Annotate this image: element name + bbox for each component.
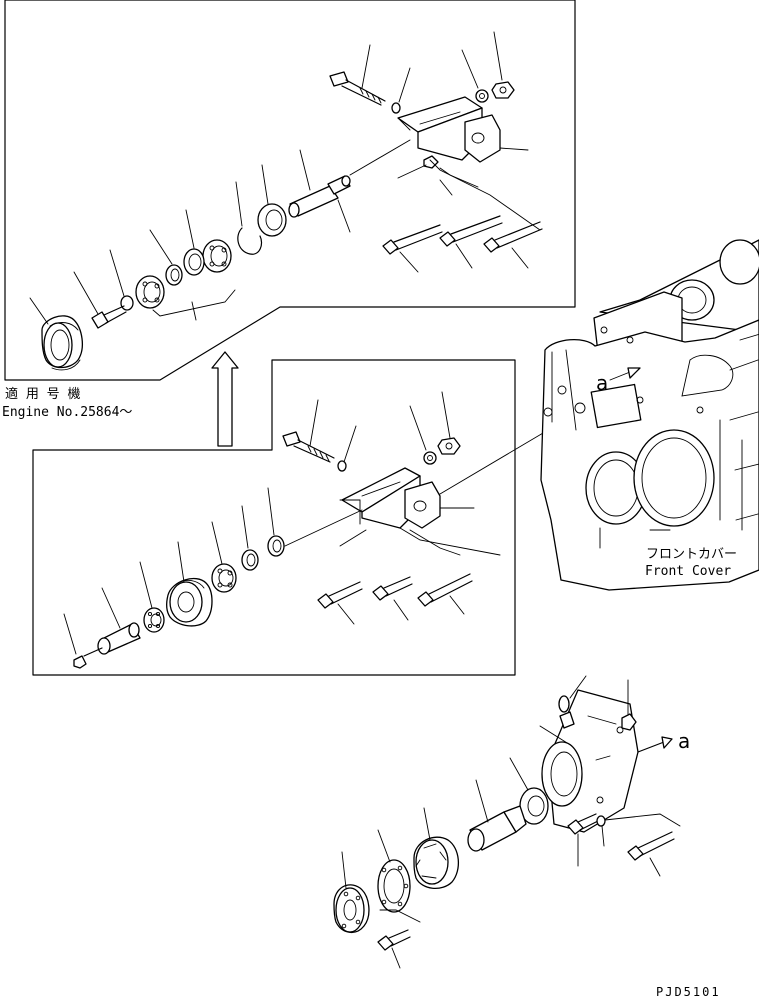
bottom-bearing xyxy=(519,787,549,825)
upper-leader-lines xyxy=(29,31,529,325)
ref-a-lower-arrow xyxy=(637,741,665,753)
lower-washer-small xyxy=(337,460,347,472)
front-cover-label-jp: フロントカバー xyxy=(646,547,737,562)
upper-shaft xyxy=(288,175,351,218)
upper-snap-ring xyxy=(237,227,263,255)
upper-bearing-2 xyxy=(202,239,232,273)
upper-nut xyxy=(491,81,515,99)
bottom-hub xyxy=(333,884,370,933)
applicable-model-label-jp: 適 用 号 機 xyxy=(5,386,80,402)
upper-inset-frame xyxy=(4,0,576,381)
lower-bearing-2 xyxy=(143,607,165,633)
lower-long-bolt xyxy=(282,431,335,463)
lower-bearing xyxy=(211,563,237,593)
bottom-coupling xyxy=(413,836,459,889)
upper-bolt-1 xyxy=(382,224,443,255)
upper-long-bolt xyxy=(329,71,386,106)
bottom-bolt xyxy=(377,929,411,951)
lower-small-nut xyxy=(73,655,87,669)
lower-seal xyxy=(267,535,285,557)
housing-bolt-1 xyxy=(567,813,599,835)
upper-center-bolt xyxy=(91,305,127,329)
lower-bolt-1 xyxy=(317,581,363,609)
lower-pulley xyxy=(166,578,213,627)
lower-bracket xyxy=(341,467,441,529)
upper-bearing xyxy=(257,203,287,237)
lower-bolt-2 xyxy=(372,576,413,601)
upper-spacer-2 xyxy=(165,264,183,286)
engine-number-label: Engine No.25864～ xyxy=(2,405,132,420)
lower-spacer xyxy=(241,549,259,571)
lower-shaft xyxy=(83,622,141,657)
ref-a-upper-arrow xyxy=(609,371,631,381)
bottom-shaft xyxy=(467,805,527,852)
front-cover-label-en: Front Cover xyxy=(645,564,731,579)
upper-bracket xyxy=(397,96,501,163)
bottom-flange xyxy=(377,859,411,913)
engine-block xyxy=(540,239,759,591)
lower-nut xyxy=(437,437,461,455)
lower-inset-frame xyxy=(32,359,516,676)
lower-washer xyxy=(423,451,437,465)
ref-a-lower: a xyxy=(678,729,690,753)
upper-washer xyxy=(475,89,489,103)
ref-a-upper: a xyxy=(596,371,608,395)
upper-center-washer xyxy=(120,295,134,311)
housing-washer xyxy=(596,815,606,827)
housing xyxy=(541,689,639,833)
lower-bolt-3 xyxy=(417,573,473,607)
upper-pulley xyxy=(41,315,84,371)
upper-bearing-3 xyxy=(135,275,165,309)
housing-bolt-2 xyxy=(627,831,675,861)
up-arrow-icon xyxy=(211,351,239,447)
drawing-code: PJD5101 xyxy=(656,985,721,998)
upper-bolt-2 xyxy=(439,215,503,247)
lower-leader-lines xyxy=(63,391,475,655)
upper-washer-small xyxy=(391,102,401,114)
housing-plug xyxy=(621,713,637,731)
bottom-leader-lines xyxy=(341,675,681,969)
upper-bolt-3 xyxy=(483,221,543,253)
grease-nipple xyxy=(558,695,575,729)
